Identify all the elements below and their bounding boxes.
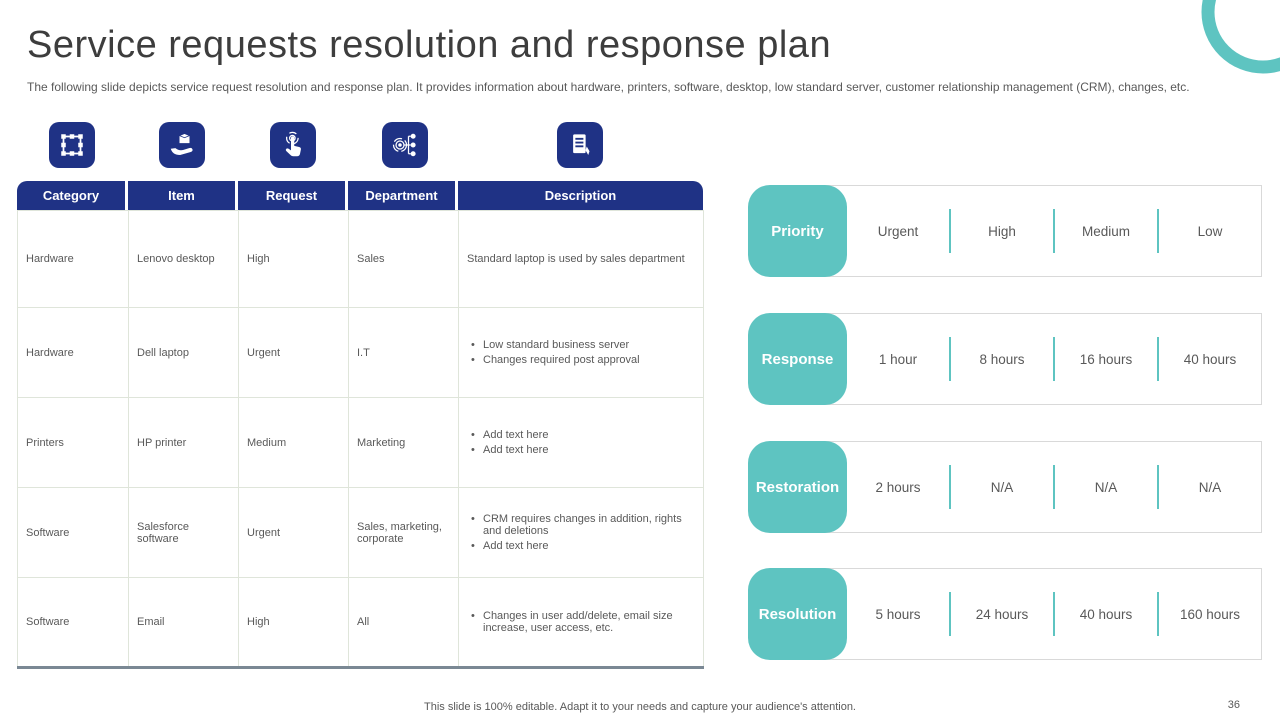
cell-category: Printers: [17, 397, 129, 488]
divider: [949, 465, 951, 509]
divider: [1053, 465, 1055, 509]
cell-description: Low standard business server Changes req…: [458, 307, 704, 398]
sla-row-restoration: Restoration 2 hours N/A N/A N/A: [748, 441, 1262, 533]
sla-value: N/A: [1094, 479, 1118, 495]
sla-label: Restoration: [748, 441, 847, 533]
divider: [1053, 337, 1055, 381]
cell-item: HP printer: [128, 397, 239, 488]
cell-category: Software: [17, 487, 129, 578]
sla-value: High: [988, 223, 1016, 239]
cell-request: Urgent: [238, 307, 349, 398]
sla-value: 5 hours: [875, 606, 921, 622]
service-request-table: Category Item Request Department Descrip…: [17, 181, 704, 669]
divider: [949, 592, 951, 636]
cell-category: Hardware: [17, 210, 129, 308]
sla-value: 40 hours: [1183, 351, 1237, 367]
divider: [1157, 465, 1159, 509]
sla-label: Priority: [748, 185, 847, 277]
sla-value: Low: [1197, 223, 1223, 239]
divider: [1157, 337, 1159, 381]
target-hierarchy-icon: [382, 122, 428, 168]
sla-values-box: [770, 441, 1262, 533]
table-header-description: Description: [458, 181, 703, 210]
divider: [1053, 209, 1055, 253]
cell-description: CRM requires changes in addition, rights…: [458, 487, 704, 578]
table-header-category: Category: [17, 181, 128, 210]
sla-value: 8 hours: [979, 351, 1025, 367]
sla-value: 2 hours: [875, 479, 921, 495]
cell-department: Marketing: [348, 397, 459, 488]
description-bullet: Add text here: [467, 540, 693, 552]
sla-values-box: [770, 185, 1262, 277]
description-bullet: Add text here: [467, 444, 693, 456]
description-bullet: Changes in user add/delete, email size i…: [467, 610, 693, 634]
cell-item: Email: [128, 577, 239, 668]
cell-request: Medium: [238, 397, 349, 488]
page-title: Service requests resolution and response…: [27, 24, 832, 66]
cell-department: Sales: [348, 210, 459, 308]
editable-note: This slide is 100% editable. Adapt it to…: [424, 701, 856, 713]
document-pen-icon: [557, 122, 603, 168]
cell-description: Standard laptop is used by sales departm…: [458, 210, 704, 308]
sla-value: N/A: [1198, 479, 1222, 495]
cell-description: Changes in user add/delete, email size i…: [458, 577, 704, 668]
table-row: Software Email High All Changes in user …: [17, 577, 704, 668]
sla-row-response: Response 1 hour 8 hours 16 hours 40 hour…: [748, 313, 1262, 405]
sla-value: 24 hours: [975, 606, 1029, 622]
sla-values-box: [770, 568, 1262, 660]
sla-value: Medium: [1081, 223, 1130, 239]
description-bullet: Changes required post approval: [467, 354, 693, 366]
sla-label: Resolution: [748, 568, 847, 660]
sla-label: Response: [748, 313, 847, 405]
page-subtitle: The following slide depicts service requ…: [27, 80, 1190, 94]
sla-value: 160 hours: [1179, 606, 1241, 622]
divider: [1157, 592, 1159, 636]
description-bullet: Add text here: [467, 429, 693, 441]
table-row: Hardware Lenovo desktop High Sales Stand…: [17, 210, 704, 308]
table-header-department: Department: [348, 181, 458, 210]
table-header-row: Category Item Request Department Descrip…: [17, 181, 703, 210]
table-row: Software Salesforce software Urgent Sale…: [17, 487, 704, 578]
corner-ring-decoration: [1201, 0, 1280, 74]
frame-nodes-icon: [49, 122, 95, 168]
divider: [1053, 592, 1055, 636]
sla-row-priority: Priority Urgent High Medium Low: [748, 185, 1262, 277]
sla-value: 16 hours: [1079, 351, 1133, 367]
description-bullet: CRM requires changes in addition, rights…: [467, 513, 693, 537]
cell-category: Hardware: [17, 307, 129, 398]
sla-value: N/A: [990, 479, 1014, 495]
page-number: 36: [1227, 699, 1240, 711]
cell-request: High: [238, 577, 349, 668]
description-bullet: Low standard business server: [467, 339, 693, 351]
divider: [1157, 209, 1159, 253]
sla-value: Urgent: [877, 223, 919, 239]
touch-gesture-icon: [270, 122, 316, 168]
sla-value: 1 hour: [878, 351, 918, 367]
table-header-request: Request: [238, 181, 348, 210]
cell-department: All: [348, 577, 459, 668]
sla-value: 40 hours: [1079, 606, 1133, 622]
table-header-item: Item: [128, 181, 238, 210]
cell-department: I.T: [348, 307, 459, 398]
divider: [949, 337, 951, 381]
table-row: Hardware Dell laptop Urgent I.T Low stan…: [17, 307, 704, 398]
cell-request: High: [238, 210, 349, 308]
hand-holding-box-icon: [159, 122, 205, 168]
cell-item: Lenovo desktop: [128, 210, 239, 308]
cell-item: Dell laptop: [128, 307, 239, 398]
cell-item: Salesforce software: [128, 487, 239, 578]
cell-department: Sales, marketing, corporate: [348, 487, 459, 578]
sla-row-resolution: Resolution 5 hours 24 hours 40 hours 160…: [748, 568, 1262, 660]
divider: [949, 209, 951, 253]
sla-values-box: [770, 313, 1262, 405]
cell-description: Add text here Add text here: [458, 397, 704, 488]
cell-category: Software: [17, 577, 129, 668]
cell-request: Urgent: [238, 487, 349, 578]
table-row: Printers HP printer Medium Marketing Add…: [17, 397, 704, 488]
